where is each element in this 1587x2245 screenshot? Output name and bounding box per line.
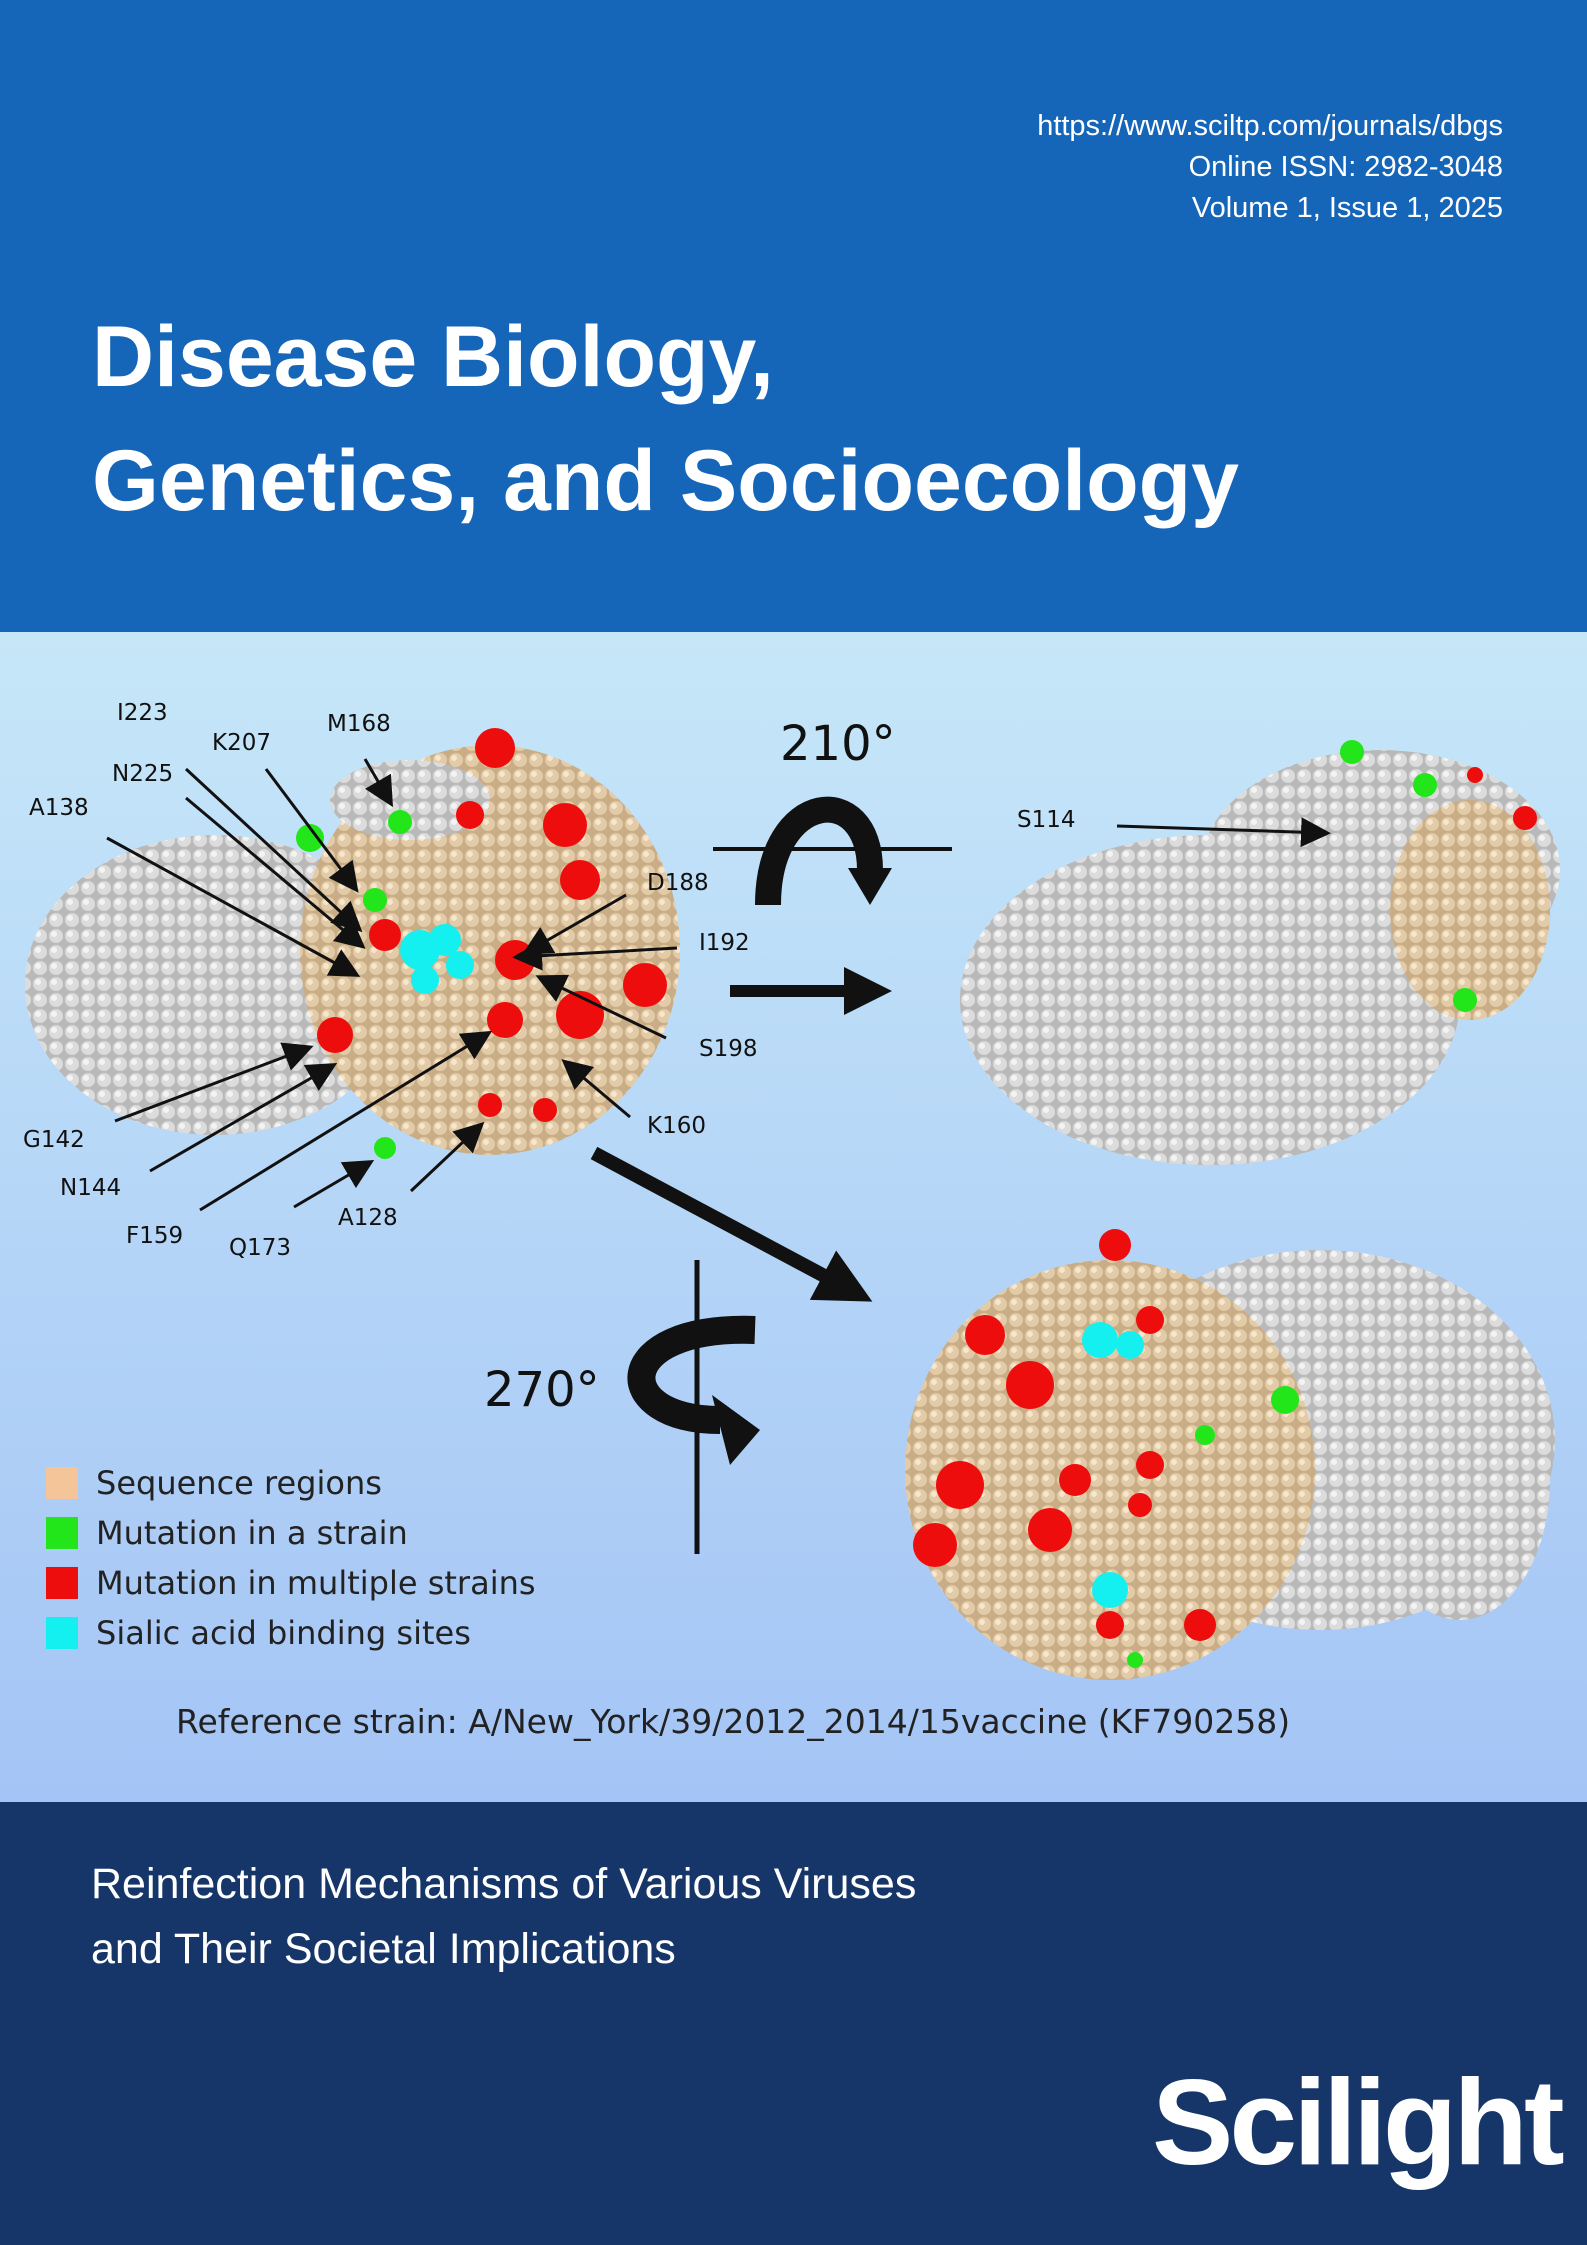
- residue-label-g142: G142: [23, 1127, 85, 1153]
- label-arrows: [106, 758, 1331, 1212]
- journal-issn: Online ISSN: 2982-3048: [1188, 151, 1503, 183]
- molecule-rotated-210: [960, 740, 1560, 1165]
- article-title-line2: and Their Societal Implications: [91, 1925, 676, 1973]
- journal-meta: https://www.sciltp.com/journals/dbgs Onl…: [1037, 106, 1503, 229]
- residue-label-n144: N144: [60, 1175, 122, 1201]
- article-title: Reinfection Mechanisms of Various Viruse…: [91, 1852, 916, 1982]
- journal-url[interactable]: https://www.sciltp.com/journals/dbgs: [1037, 110, 1503, 142]
- journal-title: Disease Biology, Genetics, and Socioecol…: [92, 295, 1239, 543]
- legend-label: Mutation in a strain: [96, 1514, 408, 1552]
- legend-label: Sequence regions: [96, 1464, 382, 1502]
- residue-label-f159: F159: [126, 1223, 184, 1249]
- legend-swatch-icon: [46, 1617, 78, 1649]
- legend-item: Sialic acid binding sites: [46, 1608, 536, 1658]
- residue-label-i192: I192: [699, 930, 750, 956]
- residue-label-m168: M168: [327, 711, 391, 737]
- figure-legend: Sequence regions Mutation in a strain Mu…: [46, 1458, 536, 1658]
- legend-swatch-icon: [46, 1467, 78, 1499]
- header-band: https://www.sciltp.com/journals/dbgs Onl…: [0, 0, 1587, 632]
- residue-label-n225: N225: [112, 761, 174, 787]
- residue-label-k207: K207: [212, 730, 271, 756]
- residue-label-i223: I223: [117, 700, 168, 726]
- footer-band: Reinfection Mechanisms of Various Viruse…: [0, 1802, 1587, 2245]
- molecule-front-view: [25, 728, 680, 1159]
- legend-item: Mutation in multiple strains: [46, 1558, 536, 1608]
- legend-swatch-icon: [46, 1517, 78, 1549]
- legend-item: Mutation in a strain: [46, 1508, 536, 1558]
- legend-swatch-icon: [46, 1567, 78, 1599]
- residue-label-a128: A128: [338, 1205, 398, 1231]
- legend-label: Sialic acid binding sites: [96, 1614, 471, 1652]
- rotation-210-label: 210°: [780, 716, 896, 772]
- scilight-logo: Scilight: [1152, 2054, 1565, 2190]
- journal-volume: Volume 1, Issue 1, 2025: [1191, 192, 1503, 224]
- arrow-diagonal-icon: [590, 1146, 873, 1302]
- residue-label-q173: Q173: [229, 1235, 292, 1261]
- residue-label-a138: A138: [29, 795, 89, 821]
- legend-item: Sequence regions: [46, 1458, 536, 1508]
- article-title-line1: Reinfection Mechanisms of Various Viruse…: [91, 1860, 917, 1908]
- journal-title-line1: Disease Biology,: [92, 309, 774, 405]
- residue-label-s114: S114: [1017, 807, 1076, 833]
- rotation-270-label: 270°: [484, 1362, 600, 1418]
- reference-strain: Reference strain: A/New_York/39/2012_201…: [176, 1702, 1291, 1741]
- residue-label-s198: S198: [699, 1036, 758, 1062]
- rotation-270-icon: [627, 1260, 760, 1554]
- molecule-rotated-270: [905, 1229, 1555, 1680]
- rotation-210-icon: [713, 796, 952, 906]
- residue-label-k160: K160: [647, 1113, 706, 1139]
- journal-title-line2: Genetics, and Socioecology: [92, 433, 1239, 529]
- legend-label: Mutation in multiple strains: [96, 1564, 536, 1602]
- residue-label-d188: D188: [647, 870, 709, 896]
